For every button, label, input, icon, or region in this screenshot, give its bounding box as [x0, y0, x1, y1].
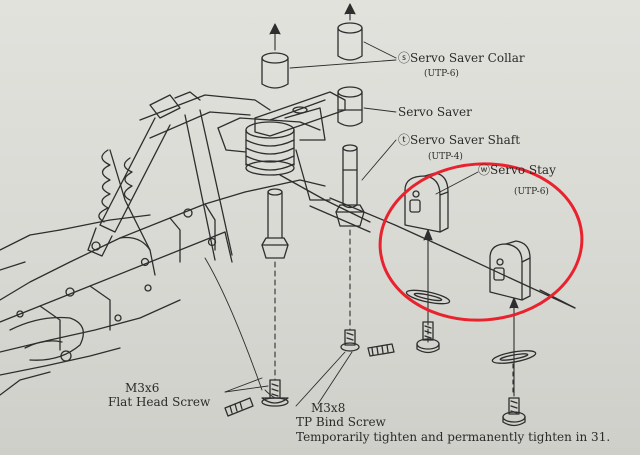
screw-tp-bind-right — [502, 397, 526, 427]
servo-saver-shaft — [335, 144, 365, 227]
label-m3x6: M3x6 — [125, 381, 160, 395]
shock-absorber — [87, 91, 201, 257]
label-servo-saver-shaft: ⓣServo Saver Shaft — [398, 133, 521, 147]
chassis-frame — [0, 94, 371, 396]
label-servo-saver: Servo Saver — [398, 105, 472, 119]
servo-saver-part — [337, 86, 363, 127]
servo-stay-upper — [404, 172, 449, 233]
chassis-edge-right — [309, 197, 576, 309]
label-servo-saver-shaft-code: (UTP-4) — [428, 152, 463, 162]
label-servo-saver-collar: ⓢServo Saver Collar — [398, 51, 525, 65]
servo-stay-lower — [489, 240, 531, 301]
assembly-note: Temporarily tighten and permanently tigh… — [296, 430, 611, 444]
loose-screws — [224, 343, 395, 417]
label-servo-stay: ⓦServo Stay — [478, 163, 556, 177]
label-tp-bind-screw: TP Bind Screw — [296, 415, 386, 429]
label-servo-stay-code: (UTP-6) — [514, 187, 549, 197]
servo-saver-assembly — [217, 91, 346, 259]
slot-lower — [491, 350, 537, 364]
label-servo-saver-collar-code: (UTP-6) — [424, 69, 459, 79]
highlight-circle — [378, 162, 584, 322]
label-m3x8: M3x8 — [311, 401, 346, 415]
screw-tp-bind-left — [340, 329, 360, 352]
screw-m3x6-flat — [261, 379, 289, 407]
slot-upper — [405, 289, 451, 305]
label-flat-head-screw: Flat Head Screw — [108, 395, 211, 409]
servo-saver-collar-left — [261, 52, 289, 89]
servo-saver-collar-right — [337, 22, 363, 61]
screw-tp-bind-mid — [416, 321, 440, 354]
leader-lines — [204, 41, 479, 407]
